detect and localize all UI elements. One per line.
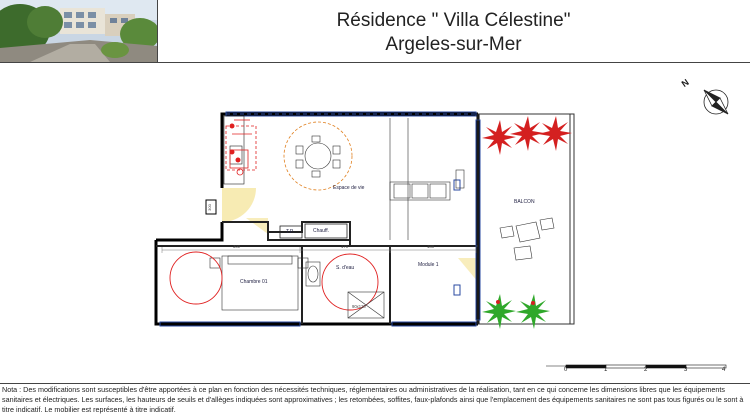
city-subtitle: Argeles-sur-Mer — [385, 34, 522, 55]
shower-room-label: S. d'eau — [336, 265, 355, 271]
disclaimer-note: Nota : Des modifications sont susceptibl… — [2, 385, 744, 414]
entry-marker-label: 300 — [206, 204, 212, 211]
residence-title: Résidence " Villa Célestine" — [336, 10, 571, 31]
module-label: Module 1 — [418, 262, 439, 268]
footer-top-line — [0, 383, 750, 384]
balcony-label: BALCON — [514, 199, 535, 205]
dimension-label: 176 — [341, 244, 348, 249]
scale-tick-label: 4 — [722, 367, 726, 373]
building-photo — [0, 0, 157, 62]
scale-tick-label: 1 — [604, 367, 608, 373]
bedroom-label: Chambre 01 — [240, 279, 268, 285]
header-bottom-line — [0, 62, 750, 63]
scale-tick-label: 0 — [564, 367, 568, 373]
scale-tick-label: 3 — [684, 367, 688, 373]
scale-tick-label: 2 — [644, 367, 648, 373]
photo-right-border — [157, 0, 158, 62]
dimension-label: 300 — [233, 244, 240, 249]
shower-size-label: 90x120 — [352, 304, 366, 309]
living-room-label: Espace de vie — [333, 185, 365, 191]
title-block: Résidence " Villa Célestine" Argeles-sur… — [157, 0, 750, 62]
dimension-label: 188 — [427, 244, 434, 249]
heater-label: Chauff. — [313, 228, 330, 234]
floor-plan — [154, 89, 729, 369]
wc-label: T.P. — [286, 229, 294, 235]
